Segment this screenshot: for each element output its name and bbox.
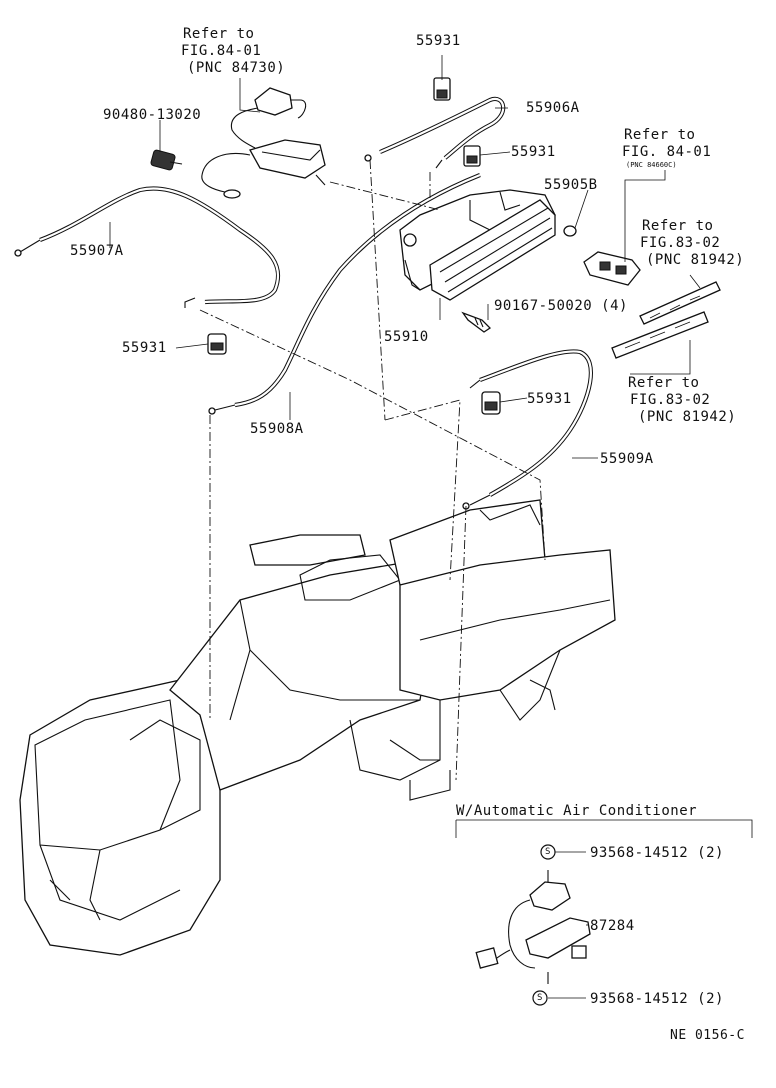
sensor-87284 [475, 870, 591, 984]
ref-label-84660c-line3: (PNC 84660C) [626, 161, 677, 169]
ref-label-81942-lower-line1: Refer to [628, 375, 700, 391]
ref-label-81942-upper-line3: (PNC 81942) [646, 252, 745, 268]
cable-55907a [14, 186, 281, 308]
part-label-55907a: 55907A [70, 243, 124, 259]
cable-55909a [462, 349, 593, 510]
heater-control-55910 [399, 189, 556, 301]
part-label-55931-right: 55931 [527, 391, 572, 407]
part-label-55906a: 55906A [526, 100, 580, 116]
ref-label-84660c-line1: Refer to [624, 127, 696, 143]
ref-label-84730-line2: FIG.84-01 [181, 43, 262, 59]
part-label-55908a: 55908A [250, 421, 304, 437]
s-marker-bottom-text: S [537, 993, 543, 1003]
knob-55905b [563, 225, 577, 237]
s-marker-top [540, 844, 556, 860]
part-label-55931-top: 55931 [416, 33, 461, 49]
part-label-55910: 55910 [384, 329, 429, 345]
part-label-55931-mid: 55931 [511, 144, 556, 160]
strip-81942-lower [611, 311, 709, 359]
ref-label-81942-lower-line3: (PNC 81942) [638, 409, 737, 425]
grommet-90480 [150, 149, 183, 171]
blower-switch-connector [201, 87, 326, 199]
clamp-55931-right [481, 391, 501, 415]
part-label-90167-50020: 90167-50020 (4) [494, 298, 628, 314]
heater-unit-assembly [19, 499, 616, 956]
strip-81942-upper [639, 281, 721, 325]
clamp-55931-mid [463, 145, 481, 167]
s-marker-bottom [532, 990, 548, 1006]
ref-label-81942-upper-line1: Refer to [642, 218, 714, 234]
part-label-55905b: 55905B [544, 177, 598, 193]
leader-lines [109, 55, 753, 999]
ref-label-81942-lower-line2: FIG.83-02 [630, 392, 711, 408]
part-label-87284: 87284 [590, 918, 635, 934]
part-label-55909a: 55909A [600, 451, 654, 467]
part-label-90480-13020: 90480-13020 [103, 107, 202, 123]
ref-label-81942-upper-line2: FIG.83-02 [640, 235, 721, 251]
dashed-projections [199, 159, 546, 781]
cable-55906a [364, 96, 506, 169]
clamp-55931-top [433, 77, 451, 101]
drawing-code: NE 0156-C [670, 1028, 745, 1043]
automatic-ac-caption: W/Automatic Air Conditioner [456, 803, 698, 819]
ref-label-84730-line1: Refer to [183, 26, 255, 42]
screw-90167 [461, 311, 492, 333]
clamp-55931-left [207, 333, 227, 355]
part-label-93568-14512-bottom: 93568-14512 (2) [590, 991, 724, 1007]
ref-label-84730-line3: (PNC 84730) [187, 60, 286, 76]
ref-label-84660c-line2: FIG. 84-01 [622, 144, 712, 160]
s-marker-top-text: S [545, 847, 551, 857]
part-label-55931-left: 55931 [122, 340, 167, 356]
connector-84660c [583, 251, 641, 286]
part-label-93568-14512-top: 93568-14512 (2) [590, 845, 724, 861]
